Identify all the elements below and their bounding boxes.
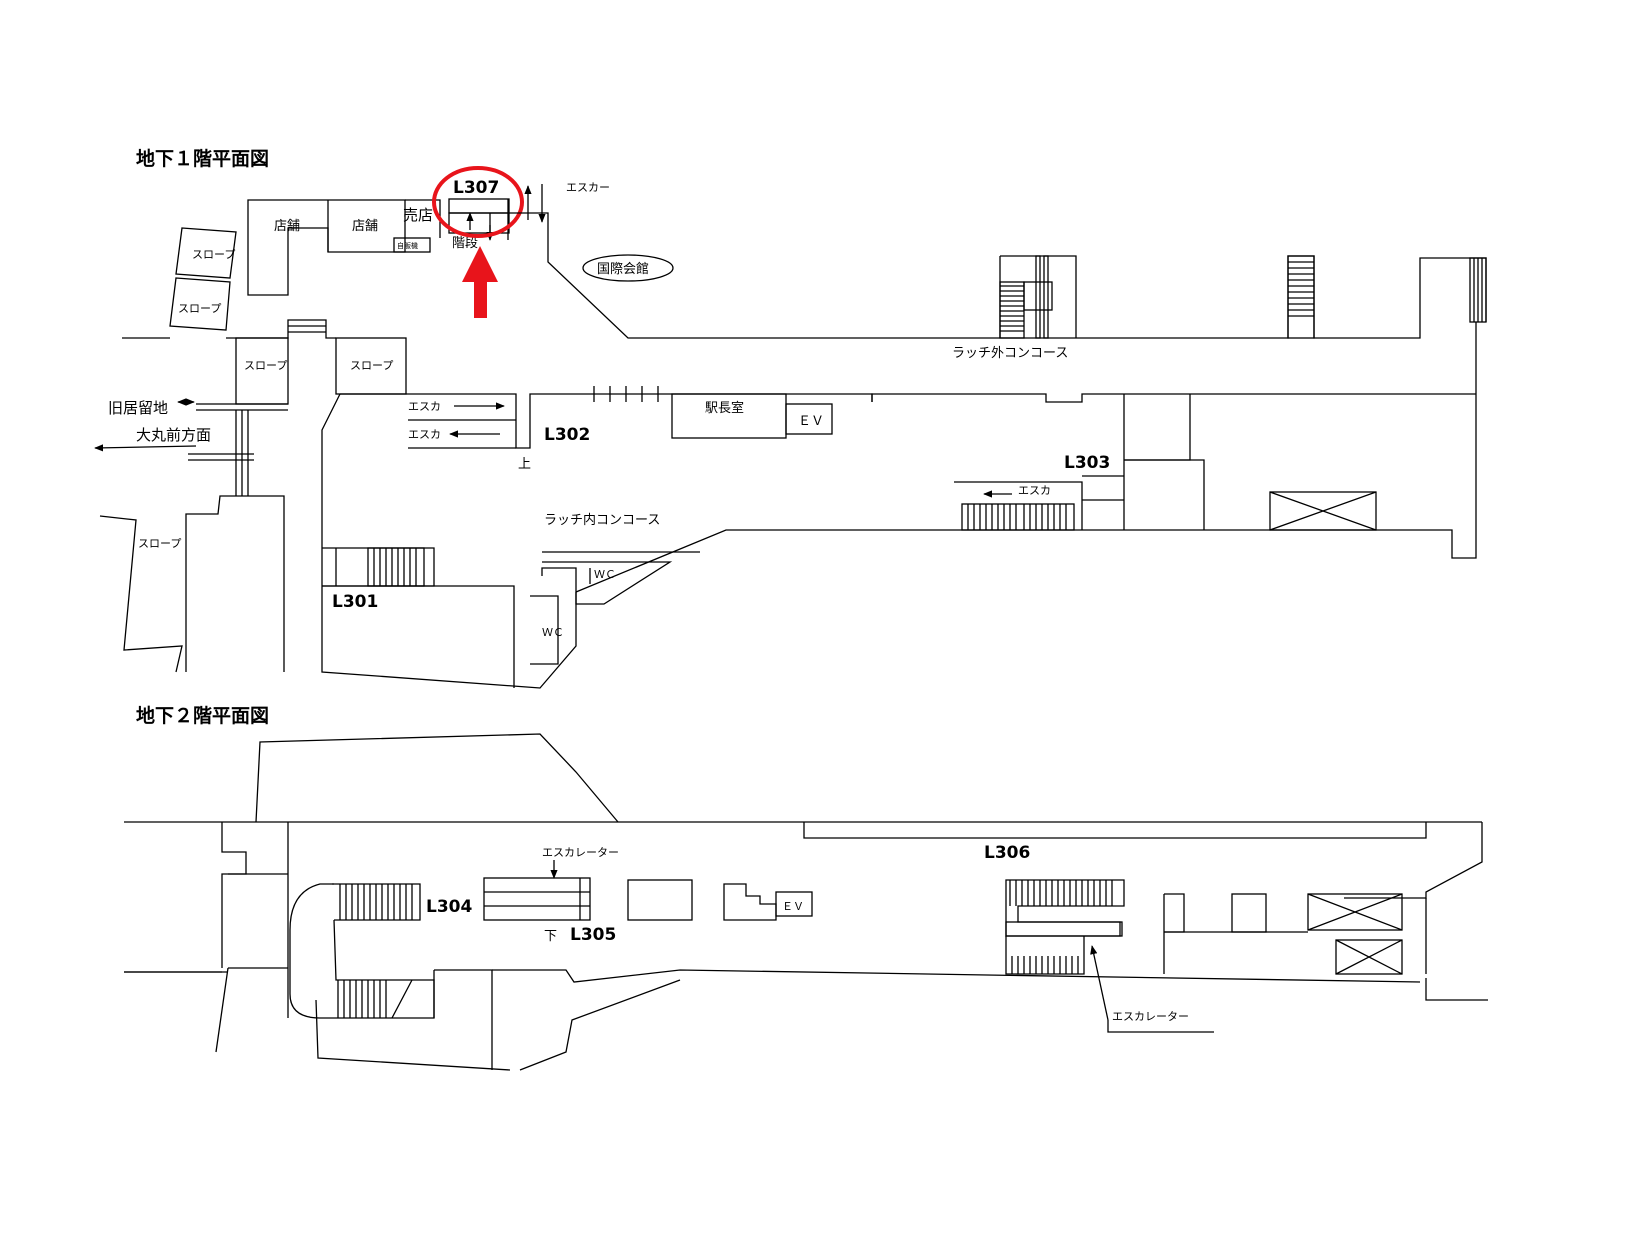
- label-slope-1: スロープ: [192, 248, 235, 261]
- exit-l304[interactable]: L304: [426, 897, 472, 917]
- b2-void-1: [1307, 893, 1403, 931]
- label-station-master: 駅長室: [705, 400, 744, 416]
- arrow-up-icon: [462, 246, 498, 318]
- highlight-circle: [432, 166, 524, 238]
- label-ev-b1: ＥＶ: [798, 414, 824, 429]
- exit-l307[interactable]: L307: [453, 178, 499, 198]
- label-kyokyoryuchi: 旧居留地: [108, 399, 168, 417]
- station-master-room: 駅長室: [671, 393, 787, 439]
- slope-area-left: スロープ スロープ スロープ スロープ スロープ 旧居留地 大丸前方面: [94, 227, 407, 673]
- label-wc-1: ＷＣ: [594, 568, 616, 581]
- room-kiosk: 売店: [403, 206, 433, 224]
- exit-l305-area: エスカレーター 下 L305: [483, 846, 619, 945]
- label-slope-4: スロープ: [350, 359, 393, 372]
- exit-l301[interactable]: L301: [332, 592, 378, 612]
- escalator-l303: エスカ: [1018, 484, 1051, 497]
- escalator-l302-b: エスカ: [408, 428, 441, 441]
- exit-l305[interactable]: L305: [570, 925, 616, 945]
- exit-l307-area: L307 階段: [432, 166, 524, 318]
- elevator-b2: ＥＶ: [723, 883, 813, 921]
- escalator-l302-a: エスカ: [408, 400, 441, 413]
- exit-l306-stairs: エスカレーター: [1005, 879, 1214, 1033]
- exit-l302-area: エスカ エスカ L302 上: [321, 386, 670, 689]
- room-vending: 自販機: [397, 241, 418, 250]
- escalator-top-label: エスカー: [566, 181, 610, 194]
- stairs-concourse-a: [999, 255, 1053, 339]
- label-down: 下: [544, 929, 557, 944]
- label-ev-b2: ＥＶ: [782, 900, 804, 913]
- exit-l301-area: L301: [322, 547, 515, 688]
- stairs-concourse-b: [1287, 255, 1315, 339]
- room-stairs: 階段: [452, 236, 478, 251]
- floor-b2: 地下２階平面図 L306 L304 エスカレーター 下: [124, 704, 1488, 1071]
- escalator-b2-l305: エスカレーター: [542, 846, 619, 859]
- label-up: 上: [518, 457, 531, 472]
- label-wc-2: ＷＣ: [542, 626, 564, 639]
- exit-l302[interactable]: L302: [544, 425, 590, 445]
- label-concourse-inside: ラッチ内コンコース: [544, 512, 660, 528]
- label-international-hall: 国際会館: [597, 262, 649, 277]
- exit-l303[interactable]: L303: [1064, 453, 1110, 473]
- exit-l303-area: エスカ: [954, 475, 1124, 531]
- room-shop-1: 店舗: [274, 219, 300, 234]
- b2-void-2: [1335, 939, 1403, 975]
- label-daimaru: 大丸前方面: [136, 426, 211, 444]
- wc-area: ＷＣ ＷＣ: [530, 551, 700, 665]
- label-slope-5: スロープ: [138, 537, 181, 550]
- label-slope-3: スロープ: [244, 359, 287, 372]
- label-slope-2: スロープ: [178, 302, 221, 315]
- exit-l306[interactable]: L306: [984, 843, 1030, 863]
- shop-block: 店舗 店舗 売店 自販機: [247, 199, 441, 296]
- escalator-b2-l306: エスカレーター: [1112, 1010, 1189, 1023]
- elevator-b1: ＥＶ: [785, 403, 833, 435]
- stairs-concourse-c: [1469, 257, 1487, 323]
- b2-box-1: [627, 879, 693, 921]
- label-concourse-outside: ラッチ外コンコース: [952, 346, 1068, 361]
- exit-l304-area: L304: [289, 883, 493, 1070]
- floor-b2-title: 地下２階平面図: [136, 704, 269, 727]
- room-shop-2: 店舗: [352, 219, 378, 234]
- international-hall: 国際会館: [582, 254, 674, 282]
- floor-b1-title: 地下１階平面図: [136, 147, 269, 170]
- escalator-top: エスカー: [509, 181, 610, 240]
- floor-b1: 地下１階平面図 店舗 店舗 売店 自販機 L307 階段: [94, 147, 1487, 689]
